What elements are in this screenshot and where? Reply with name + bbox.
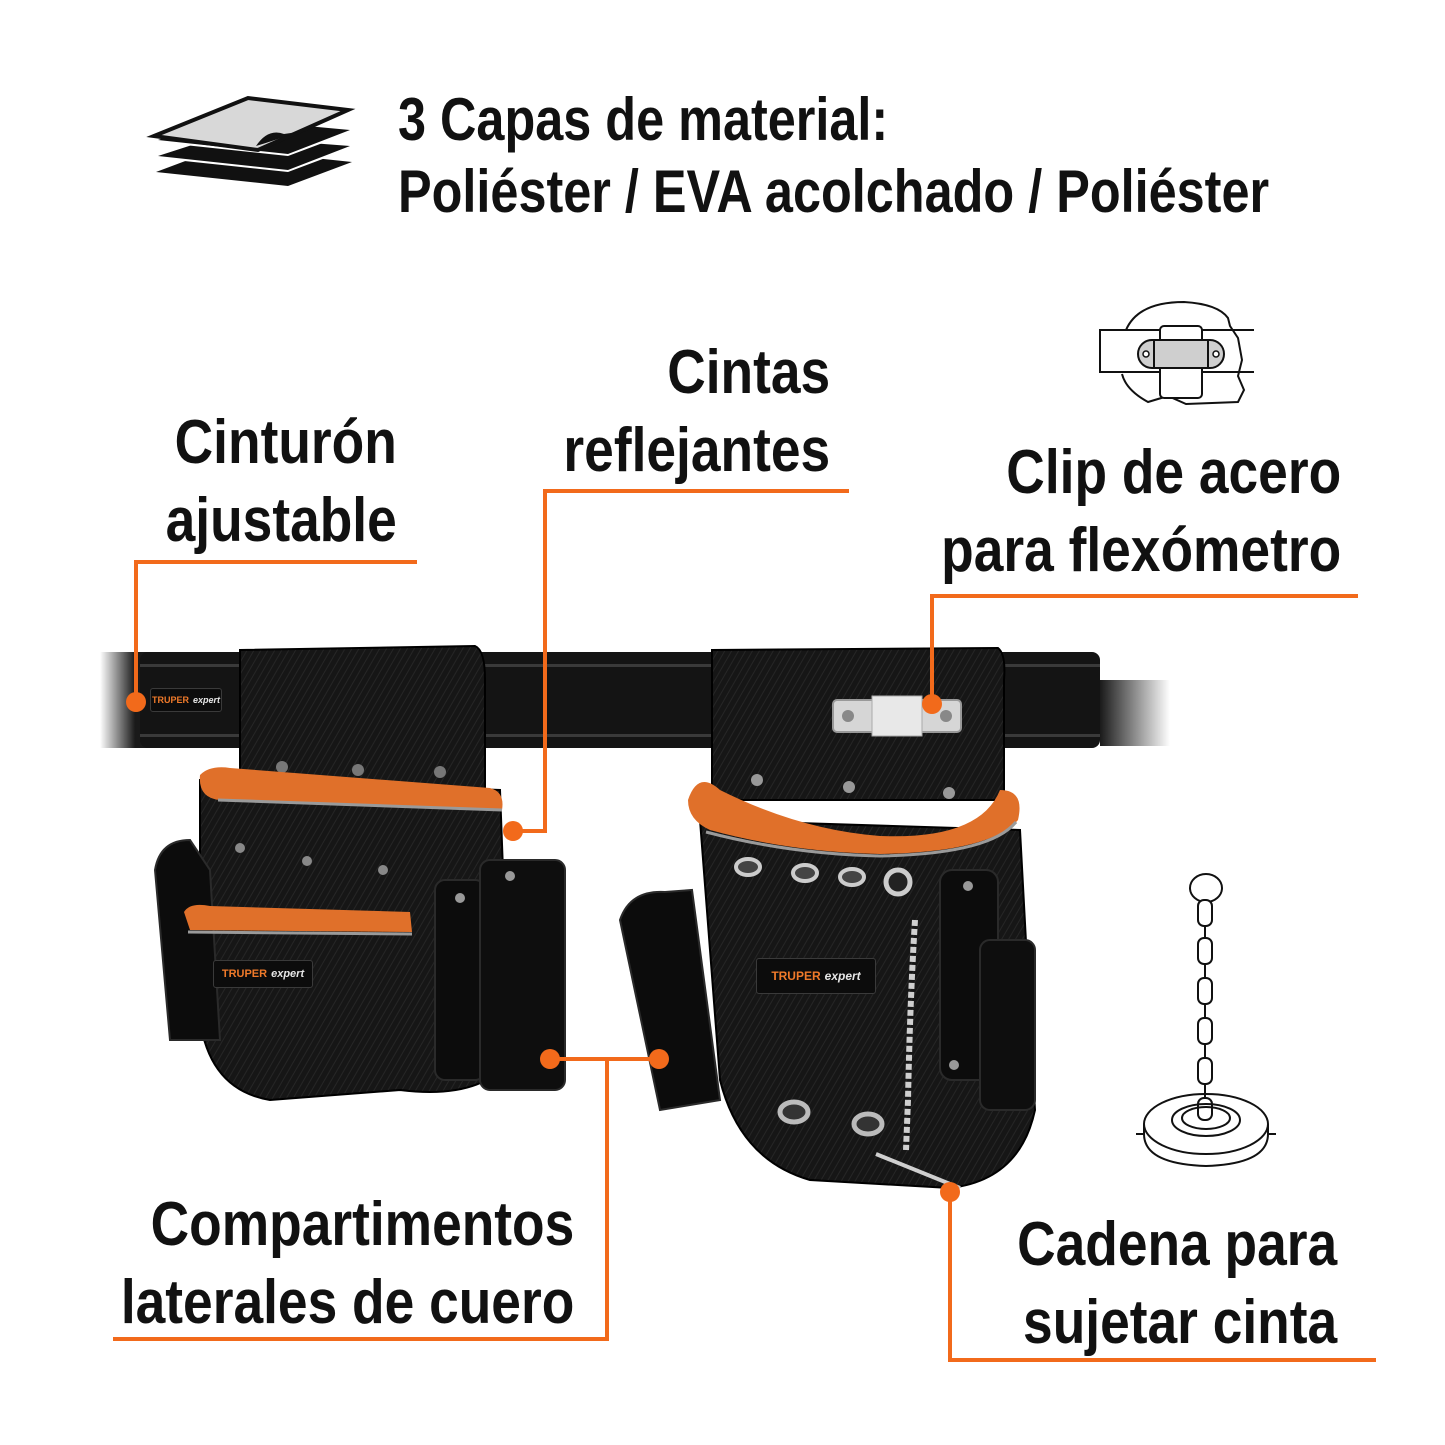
callout-reflective-dot [503, 821, 523, 841]
tool-belt-product-image [100, 644, 1170, 1190]
callout-clip-dot [922, 694, 942, 714]
callout-compartments-dot-right [649, 1049, 669, 1069]
callout-belt-line-vertical [134, 560, 138, 702]
callout-chain-label: Cadena para sujetar cinta [1016, 1210, 1337, 1357]
callout-clip-label: Clip de acero para flexómetro [940, 438, 1341, 585]
brand-badge-belt: TRUPER expert [150, 688, 222, 712]
callout-clip-line-vertical [930, 594, 934, 704]
chain-tape-holder-icon [1136, 873, 1276, 1168]
material-title-line-1: 3 Capas de material: [398, 86, 889, 153]
callout-compartments-line [113, 1337, 609, 1341]
tape-measure-clip-icon [1099, 300, 1254, 406]
callout-compartments-line-connector [550, 1057, 659, 1061]
callout-chain-line [948, 1358, 1376, 1362]
callout-reflective-line-vertical [543, 489, 547, 831]
brand-badge-right-pouch: TRUPER expert [756, 958, 876, 994]
callout-reflective-line-end [513, 829, 547, 833]
callout-reflective-line [543, 489, 849, 493]
callout-belt-label: Cinturón ajustable [165, 408, 397, 555]
callout-compartments-line-vertical [605, 1057, 609, 1341]
material-title-line-2: Poliéster / EVA acolchado / Poliéster [398, 158, 1270, 225]
callout-compartments-label: Compartimentos laterales de cuero [120, 1190, 574, 1337]
callout-belt-line [134, 560, 417, 564]
callout-clip-line [930, 594, 1358, 598]
callout-reflective-label: Cintas reflejantes [563, 338, 830, 485]
callout-chain-line-vertical [948, 1192, 952, 1362]
brand-badge-left-pouch: TRUPER expert [213, 960, 313, 988]
callout-belt-dot [126, 692, 146, 712]
material-layers-icon [146, 95, 356, 186]
material-title: 3 Capas de material: Poliéster / EVA aco… [398, 84, 1269, 228]
